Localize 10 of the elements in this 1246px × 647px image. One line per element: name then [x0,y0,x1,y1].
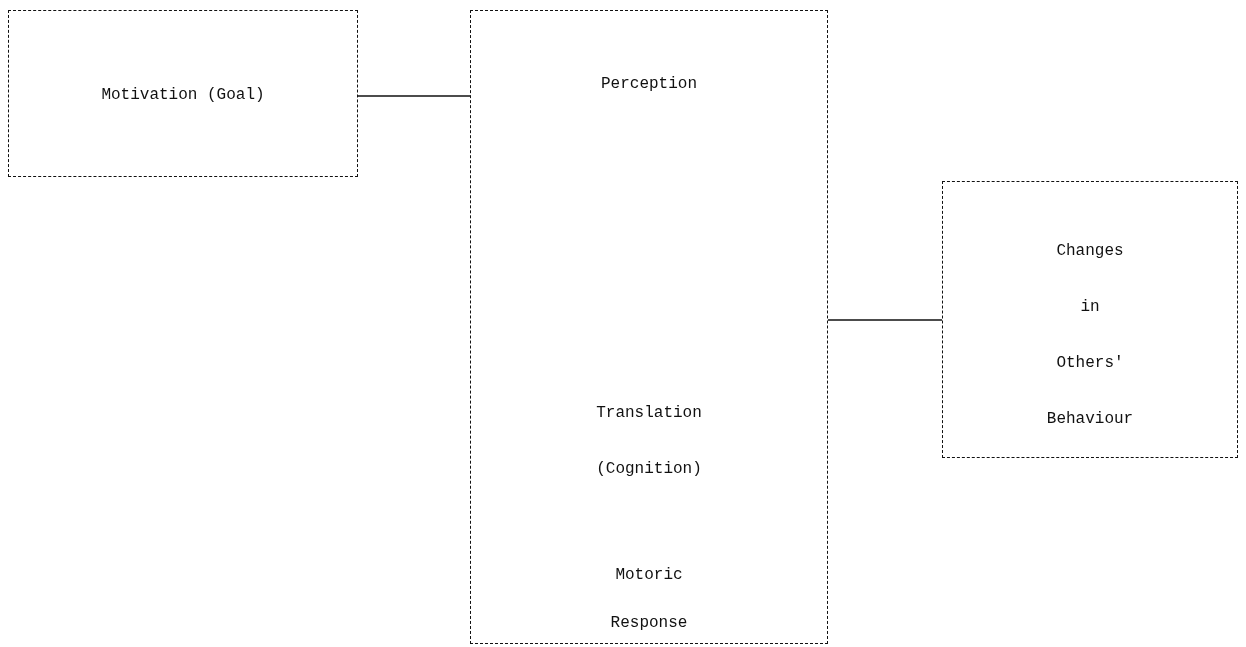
process-box [470,10,828,644]
box-label: Changes in Others' Behaviour [1045,241,1135,430]
box-label: Motoric Response [609,565,689,634]
process-box [942,181,1238,458]
connector-line [827,319,943,321]
process-box [8,10,358,177]
box-label: Motivation (Goal) [100,85,266,106]
connector-line [357,95,471,97]
box-label: Translation (Cognition) [595,403,703,480]
box-label: Perception [600,74,698,95]
